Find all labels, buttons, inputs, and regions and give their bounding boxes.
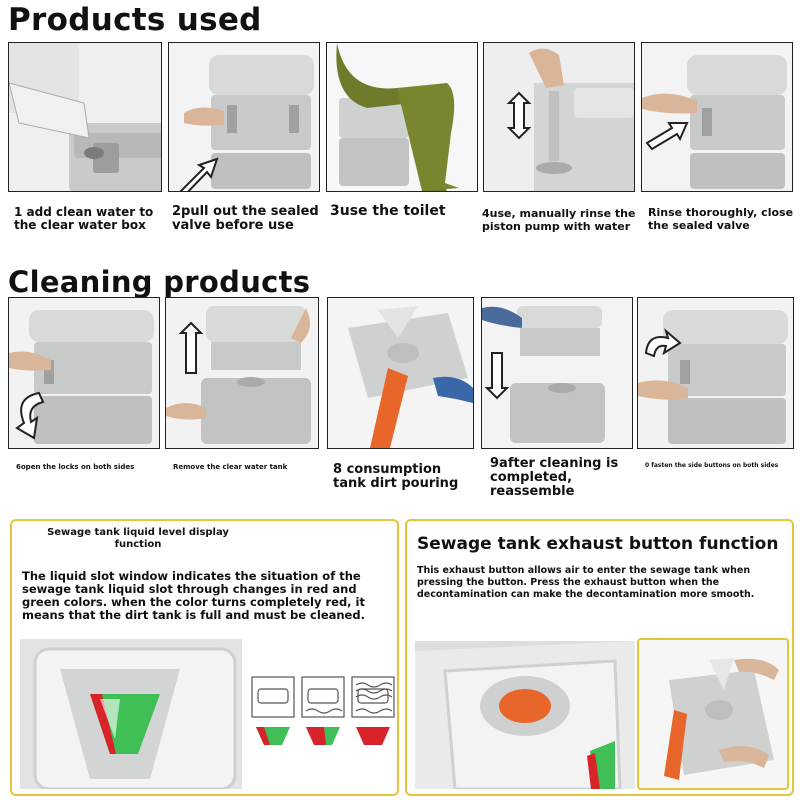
level-diagram	[251, 676, 395, 745]
step-5-caption: Rinse thoroughly, close the sealed valve	[648, 206, 794, 232]
cleaning-products-heading: Cleaning products	[8, 265, 311, 299]
red-level-indicator	[90, 694, 116, 754]
step-9-caption: 9after cleaning is completed, reassemble	[490, 456, 619, 499]
step-8-image	[327, 297, 474, 449]
step-4-image	[483, 42, 635, 192]
rinse-pump-illustration	[484, 43, 634, 191]
level-full-indicator	[356, 727, 390, 745]
use-toilet-illustration	[327, 43, 477, 191]
step-6-caption: 6open the locks on both sides	[16, 463, 135, 471]
step-1-image	[8, 42, 162, 192]
exhaust-panel-body: This exhaust button allows air to enter …	[417, 565, 755, 600]
reassemble-illustration	[482, 298, 632, 448]
level-panel-body: The liquid slot window indicates the sit…	[22, 569, 365, 622]
step-9-image	[481, 297, 633, 449]
add-water-illustration	[9, 43, 161, 191]
pull-valve-illustration	[169, 43, 319, 191]
exhaust-inset-photo	[637, 638, 789, 790]
step-10-caption: 0 fasten the side buttons on both sides	[645, 462, 779, 469]
step-3-caption: 3use the toilet	[330, 203, 446, 219]
step-5-image	[641, 42, 793, 192]
exhaust-button-panel: Sewage tank exhaust button function This…	[405, 519, 794, 796]
step-1-caption: 1 add clean water to the clear water box	[14, 205, 154, 232]
exhaust-panel-title: Sewage tank exhaust button function	[417, 534, 779, 554]
step-10-image	[637, 297, 794, 449]
close-valve-illustration	[642, 43, 792, 191]
pour-dirt-illustration	[328, 298, 473, 448]
step-6-image	[8, 297, 160, 449]
step-2-caption: 2pull out the sealed valve before use	[172, 204, 319, 233]
step-8-caption: 8 consumption tank dirt pouring	[333, 462, 459, 491]
level-window-photo	[20, 639, 242, 789]
level-panel-title: Sewage tank liquid level display functio…	[47, 527, 229, 550]
step-3-image	[326, 42, 478, 192]
fasten-buttons-illustration	[638, 298, 793, 448]
exhaust-button-photo	[415, 641, 635, 789]
level-display-panel: Sewage tank liquid level display functio…	[10, 519, 399, 796]
step-7-caption: Remove the clear water tank	[173, 463, 288, 471]
step-4-caption: 4use, manually rinse the piston pump wit…	[482, 207, 636, 233]
exhaust-inset-illustration	[639, 640, 787, 788]
exhaust-button-icon	[499, 689, 551, 723]
step-2-image	[168, 42, 320, 192]
step-7-image	[165, 297, 319, 449]
remove-tank-illustration	[166, 298, 318, 448]
products-used-heading: Products used	[8, 2, 262, 38]
open-locks-illustration	[9, 298, 159, 448]
